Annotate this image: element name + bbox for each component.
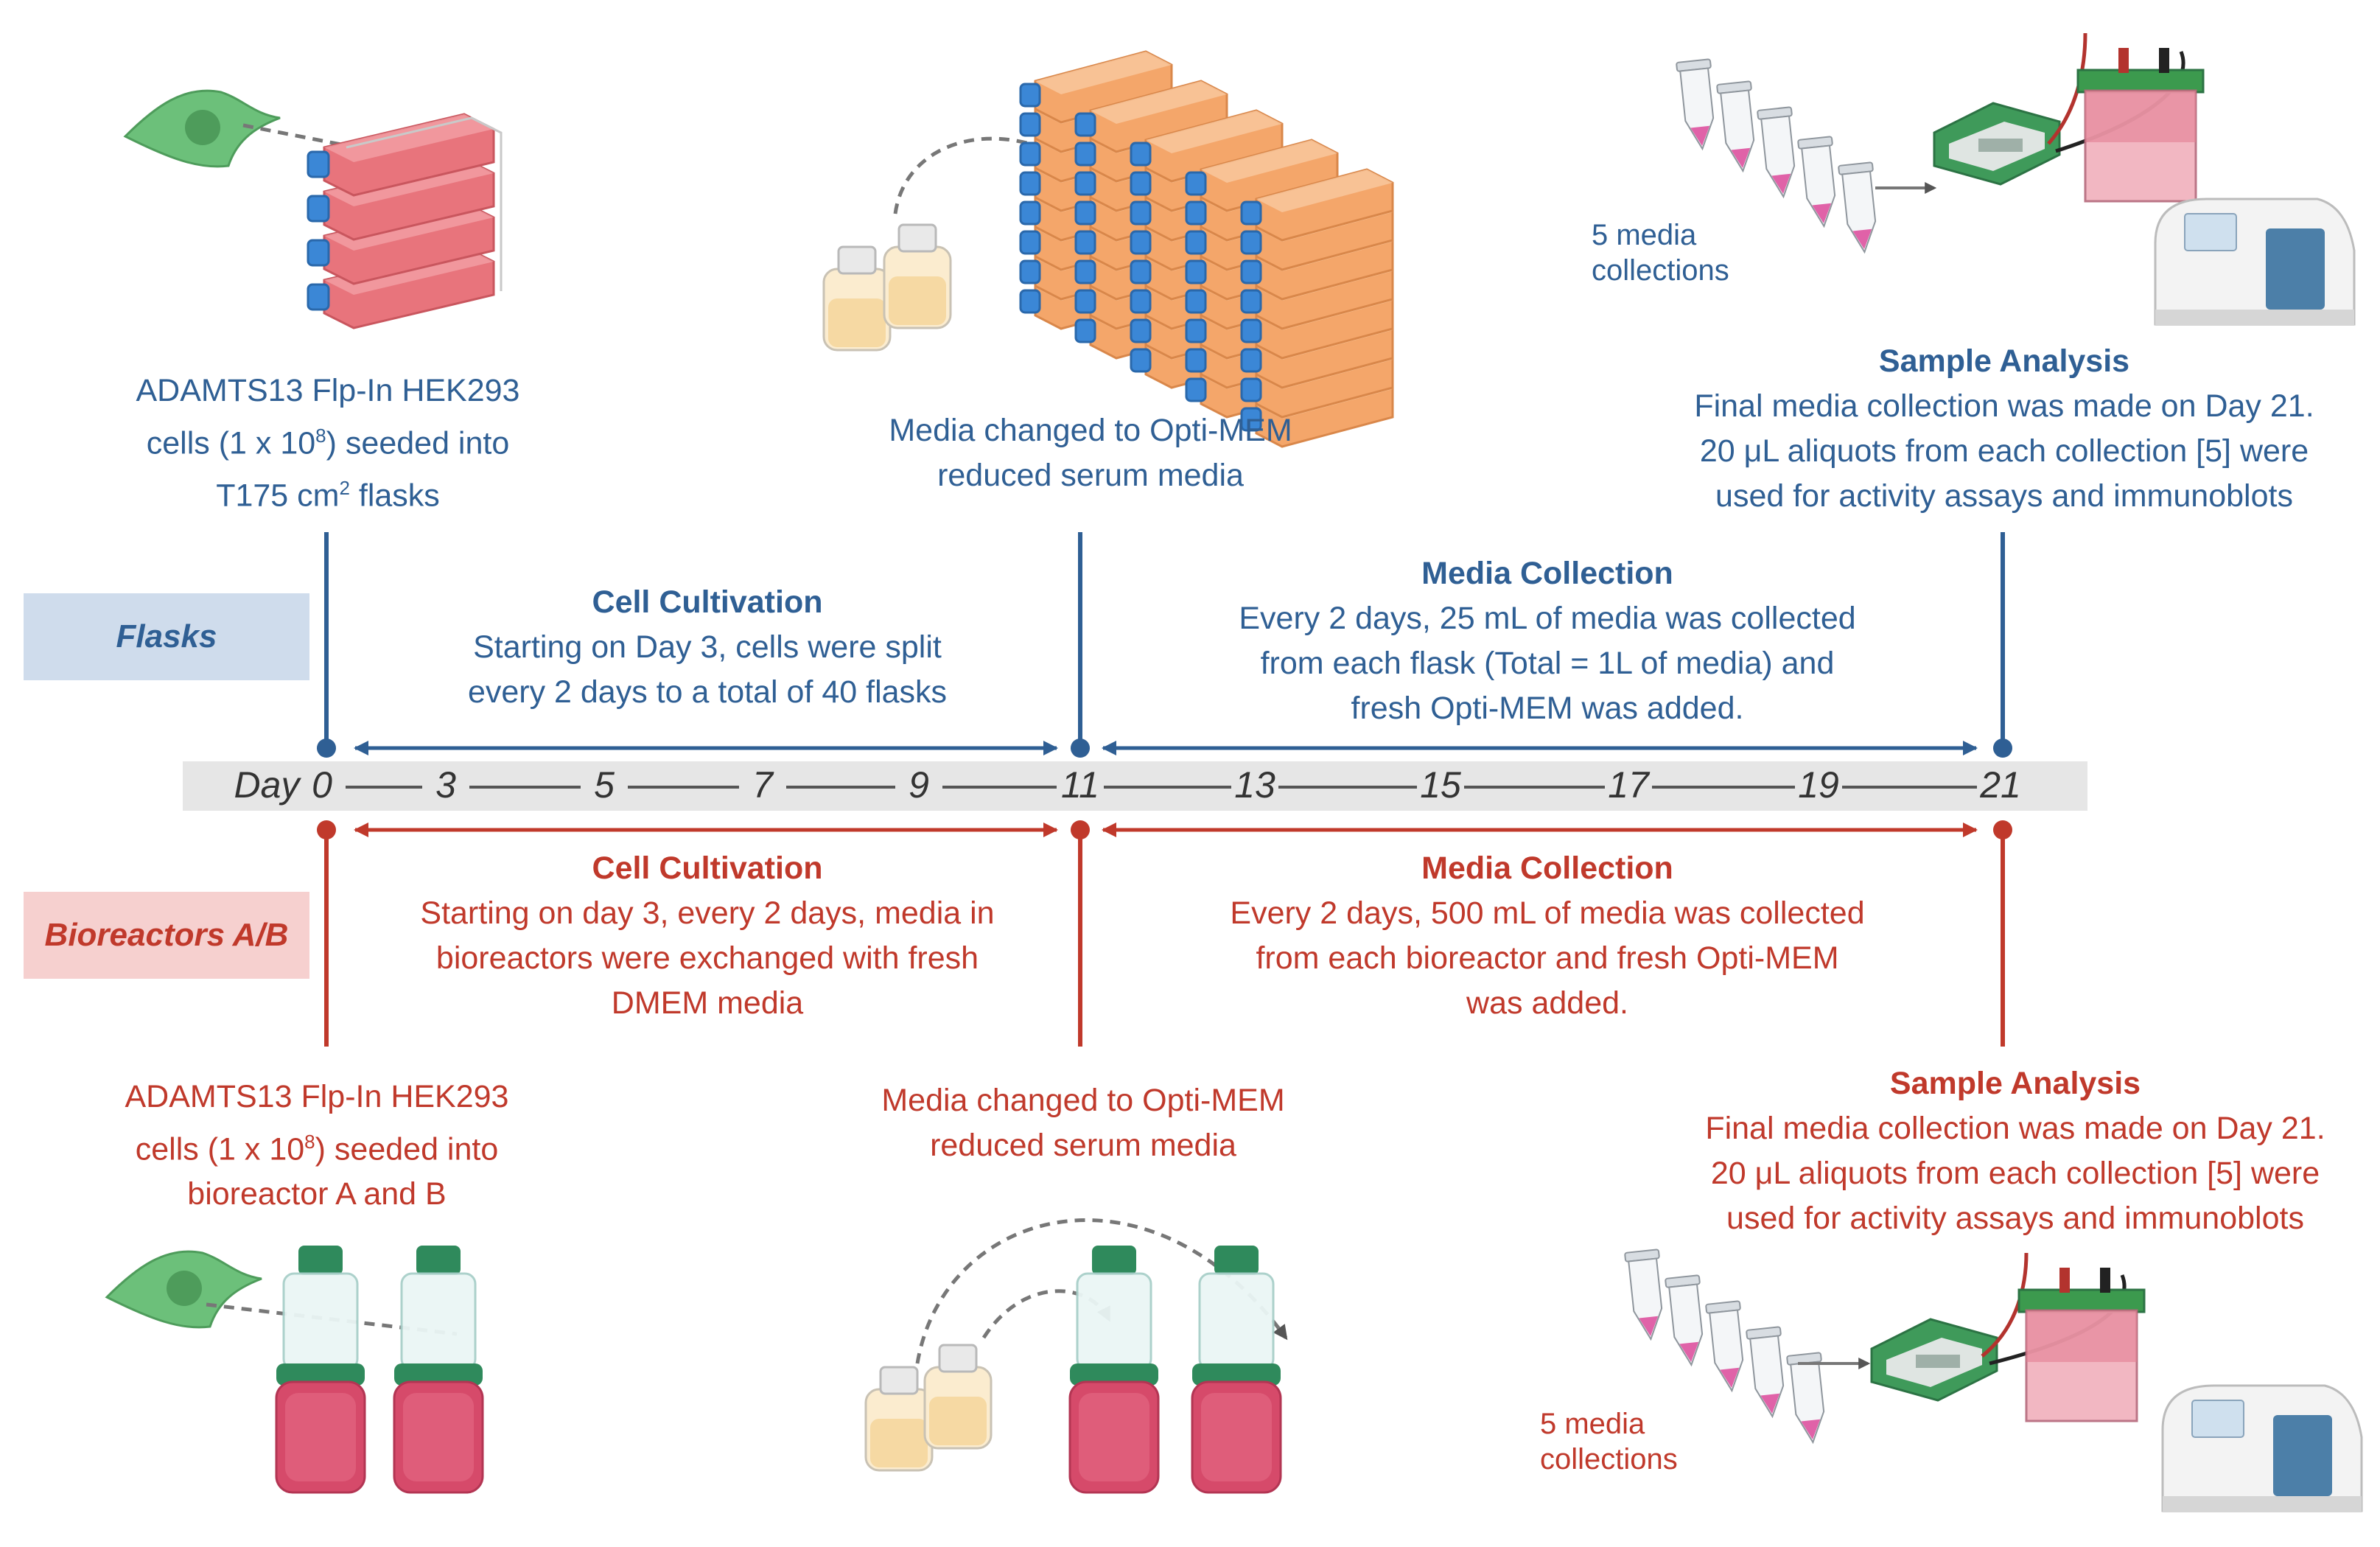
flasks-media-change-text: Media changed to Opti-MEM reduced serum … [889,413,1292,493]
gel-tank-icon [2017,1266,2146,1422]
bioreactor-icon [1068,1244,1282,1494]
day-tick-17: 17 [1608,764,1649,806]
flasks-seed-text: ADAMTS13 Flp-In HEK293 cells (1 x 108) s… [136,373,520,514]
day-tick-11: 11 [1061,764,1099,806]
gel-tank-icon [2076,46,2205,203]
media-bottle-icon [822,223,952,352]
day-tick-21: 21 [1980,764,2021,806]
bioreactors-collection-text: Media Collection Every 2 days, 500 mL of… [1230,851,1865,1021]
bioreactors-row-label: Bioreactors A/B [24,892,309,979]
bioreactors-media-change-text: Media changed to Opti-MEM reduced serum … [881,1083,1285,1163]
day-tick-9: 9 [909,764,929,806]
day-tick-15: 15 [1420,764,1461,806]
media-bottle-icon [864,1344,993,1472]
spectrophotometer-icon [2154,198,2356,327]
cell-icon [105,1250,263,1329]
day-tick-0: 0 [312,764,332,806]
bioreactors-analysis-text: Sample Analysis Final media collection w… [1705,1066,2325,1236]
power-supply-icon [1870,1318,1998,1402]
spectrophotometer-icon [2161,1384,2363,1514]
power-supply-icon [1933,102,2061,186]
flask-stack-icon [1019,50,1394,448]
flasks-analysis-text: Sample Analysis Final media collection w… [1694,343,2314,514]
flask-stack-icon [307,113,503,329]
bioreactors-collections-label: 5 media collections [1540,1408,1678,1476]
cell-icon [124,89,281,168]
flasks-cultivation-text: Cell Cultivation Starting on Day 3, cell… [467,584,948,710]
bioreactors-seed-text: ADAMTS13 Flp-In HEK293 cells (1 x 108) s… [125,1079,509,1212]
flasks-collections-label: 5 media collections [1592,219,1729,287]
day-tick-3: 3 [435,764,456,806]
flasks-collection-text: Media Collection Every 2 days, 25 mL of … [1239,556,1856,726]
flasks-row-label: Flasks [24,593,309,680]
bioreactor-icon [275,1244,484,1494]
day-tick-13: 13 [1234,764,1275,806]
day-tick-19: 19 [1798,764,1839,806]
day-prefix: Day [234,764,300,806]
day-tick-7: 7 [752,764,773,806]
bioreactors-cultivation-text: Cell Cultivation Starting on day 3, ever… [420,851,995,1021]
day-tick-5: 5 [594,764,615,806]
